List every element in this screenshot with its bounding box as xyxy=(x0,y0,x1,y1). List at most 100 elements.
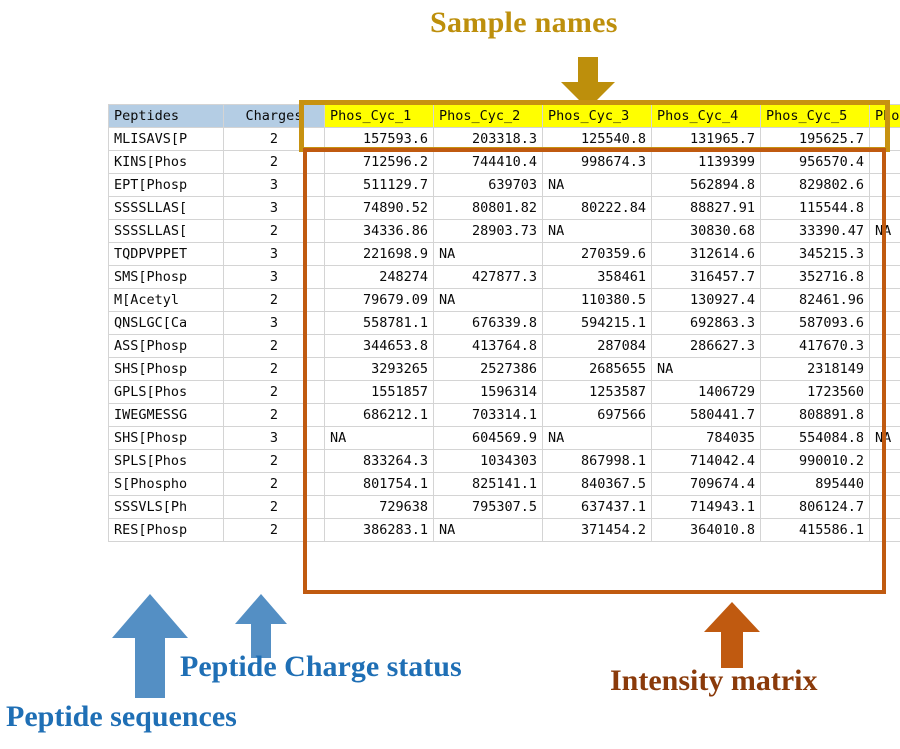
cell-intensity-s5[interactable]: 1723560 xyxy=(760,380,870,404)
cell-intensity-s2[interactable]: NA xyxy=(433,242,543,266)
cell-charge[interactable]: 2 xyxy=(223,403,325,427)
cell-intensity-s5[interactable]: 990010.2 xyxy=(760,449,870,473)
cell-intensity-s3[interactable]: 840367.5 xyxy=(542,472,652,496)
cell-intensity-s3[interactable]: NA xyxy=(542,219,652,243)
cell-intensity-s2[interactable]: 203318.3 xyxy=(433,127,543,151)
cell-intensity-s1[interactable]: 344653.8 xyxy=(324,334,434,358)
cell-intensity-s3[interactable]: NA xyxy=(542,173,652,197)
cell-intensity-s5[interactable]: 195625.7 xyxy=(760,127,870,151)
cell-peptide[interactable]: SSSSLLAS[ xyxy=(108,219,224,243)
cell-charge[interactable]: 2 xyxy=(223,518,325,542)
cell-intensity-s2[interactable]: 703314.1 xyxy=(433,403,543,427)
cell-intensity-s3[interactable]: 110380.5 xyxy=(542,288,652,312)
cell-intensity-s4[interactable]: 364010.8 xyxy=(651,518,761,542)
cell-intensity-s1[interactable]: 3293265 xyxy=(324,357,434,381)
cell-intensity-s2[interactable]: 1034303 xyxy=(433,449,543,473)
cell-intensity-s1[interactable]: 157593.6 xyxy=(324,127,434,151)
cell-intensity-s4[interactable]: 692863.3 xyxy=(651,311,761,335)
cell-charge[interactable]: 2 xyxy=(223,380,325,404)
cell-intensity-s5[interactable]: 808891.8 xyxy=(760,403,870,427)
cell-intensity-s5[interactable]: 82461.96 xyxy=(760,288,870,312)
cell-intensity-s3[interactable]: 125540.8 xyxy=(542,127,652,151)
cell-intensity-s5[interactable]: 352716.8 xyxy=(760,265,870,289)
cell-intensity-s4[interactable]: 1139399 xyxy=(651,150,761,174)
cell-intensity-s5[interactable]: 345215.3 xyxy=(760,242,870,266)
cell-intensity-s3[interactable]: 594215.1 xyxy=(542,311,652,335)
cell-intensity-s4[interactable]: 88827.91 xyxy=(651,196,761,220)
cell-peptide[interactable]: S[Phospho xyxy=(108,472,224,496)
cell-intensity-s2[interactable]: 427877.3 xyxy=(433,265,543,289)
cell-charge[interactable]: 2 xyxy=(223,288,325,312)
cell-peptide[interactable]: ASS[Phosp xyxy=(108,334,224,358)
cell-intensity-s4[interactable]: 312614.6 xyxy=(651,242,761,266)
cell-intensity-s6[interactable]: 4120553 xyxy=(869,357,900,381)
cell-intensity-s2[interactable]: 639703 xyxy=(433,173,543,197)
cell-intensity-s4[interactable]: 130927.4 xyxy=(651,288,761,312)
cell-intensity-s6[interactable]: 1039246 xyxy=(869,449,900,473)
cell-intensity-s4[interactable]: 30830.68 xyxy=(651,219,761,243)
cell-intensity-s1[interactable]: 558781.1 xyxy=(324,311,434,335)
cell-intensity-s2[interactable]: 2527386 xyxy=(433,357,543,381)
cell-intensity-s5[interactable]: 587093.6 xyxy=(760,311,870,335)
cell-intensity-s3[interactable]: 998674.3 xyxy=(542,150,652,174)
cell-intensity-s4[interactable]: 580441.7 xyxy=(651,403,761,427)
cell-peptide[interactable]: RES[Phosp xyxy=(108,518,224,542)
cell-intensity-s6[interactable]: 818071.6 xyxy=(869,495,900,519)
cell-intensity-s2[interactable]: 28903.73 xyxy=(433,219,543,243)
cell-peptide[interactable]: SHS[Phosp xyxy=(108,426,224,450)
cell-intensity-s1[interactable]: 511129.7 xyxy=(324,173,434,197)
cell-intensity-s2[interactable]: 604569.9 xyxy=(433,426,543,450)
cell-peptide[interactable]: IWEGMESSG xyxy=(108,403,224,427)
cell-intensity-s1[interactable]: 1551857 xyxy=(324,380,434,404)
cell-intensity-s6[interactable]: 80334.69 xyxy=(869,196,900,220)
cell-intensity-s5[interactable]: 33390.47 xyxy=(760,219,870,243)
cell-intensity-s4[interactable]: 784035 xyxy=(651,426,761,450)
cell-intensity-s2[interactable]: 795307.5 xyxy=(433,495,543,519)
cell-intensity-s5[interactable]: 115544.8 xyxy=(760,196,870,220)
cell-intensity-s2[interactable]: 80801.82 xyxy=(433,196,543,220)
cell-peptide[interactable]: EPT[Phosp xyxy=(108,173,224,197)
cell-intensity-s4[interactable]: 562894.8 xyxy=(651,173,761,197)
cell-intensity-s6[interactable]: 1120046 xyxy=(869,150,900,174)
cell-intensity-s2[interactable]: 676339.8 xyxy=(433,311,543,335)
cell-intensity-s5[interactable]: 2318149 xyxy=(760,357,870,381)
cell-intensity-s2[interactable]: NA xyxy=(433,518,543,542)
cell-peptide[interactable]: SPLS[Phos xyxy=(108,449,224,473)
cell-intensity-s4[interactable]: 714943.1 xyxy=(651,495,761,519)
cell-intensity-s1[interactable]: 221698.9 xyxy=(324,242,434,266)
cell-charge[interactable]: 3 xyxy=(223,311,325,335)
intensity-data-table[interactable]: Peptides Charges Phos_Cyc_1 Phos_Cyc_2 P… xyxy=(108,104,900,542)
cell-intensity-s1[interactable]: 248274 xyxy=(324,265,434,289)
cell-charge[interactable]: 3 xyxy=(223,173,325,197)
cell-charge[interactable]: 3 xyxy=(223,242,325,266)
cell-intensity-s4[interactable]: 714042.4 xyxy=(651,449,761,473)
cell-intensity-s1[interactable]: 801754.1 xyxy=(324,472,434,496)
cell-charge[interactable]: 2 xyxy=(223,219,325,243)
cell-intensity-s5[interactable]: 829802.6 xyxy=(760,173,870,197)
cell-intensity-s3[interactable]: 1253587 xyxy=(542,380,652,404)
cell-intensity-s6[interactable]: 756873 xyxy=(869,311,900,335)
cell-intensity-s4[interactable]: 709674.4 xyxy=(651,472,761,496)
cell-intensity-s3[interactable]: 637437.1 xyxy=(542,495,652,519)
cell-intensity-s1[interactable]: NA xyxy=(324,426,434,450)
cell-intensity-s4[interactable]: 1406729 xyxy=(651,380,761,404)
cell-peptide[interactable]: TQDPVPPET xyxy=(108,242,224,266)
cell-intensity-s3[interactable]: 697566 xyxy=(542,403,652,427)
cell-charge[interactable]: 3 xyxy=(223,265,325,289)
cell-intensity-s3[interactable]: 371454.2 xyxy=(542,518,652,542)
cell-intensity-s6[interactable]: 285275.5 xyxy=(869,265,900,289)
cell-charge[interactable]: 2 xyxy=(223,127,325,151)
cell-peptide[interactable]: MLISAVS[P xyxy=(108,127,224,151)
cell-peptide[interactable]: SSSVLS[Ph xyxy=(108,495,224,519)
cell-intensity-s1[interactable]: 79679.09 xyxy=(324,288,434,312)
column-header-sample-2[interactable]: Phos_Cyc_2 xyxy=(433,104,543,128)
